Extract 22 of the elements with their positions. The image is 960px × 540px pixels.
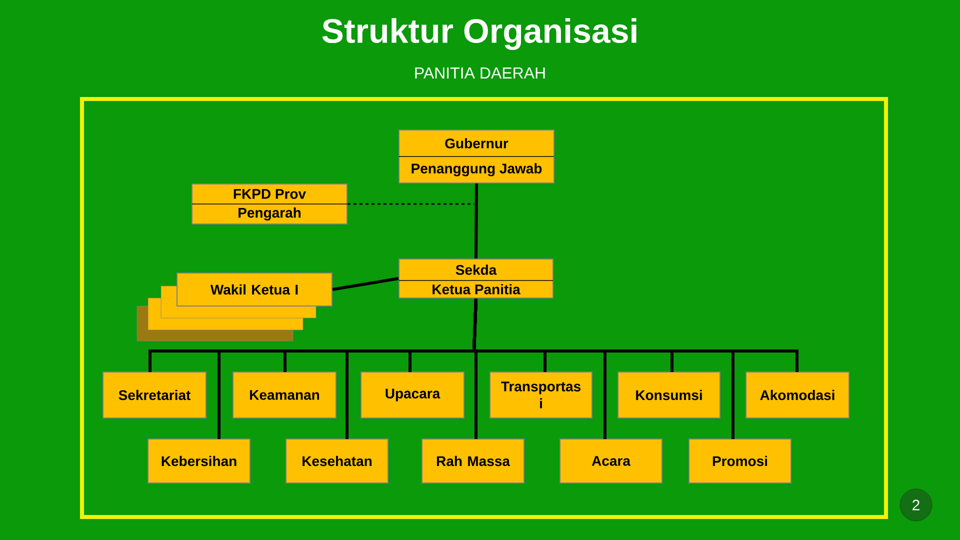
title: Struktur Organisasi xyxy=(322,18,636,50)
org-box: Sekda Ketua Panitia xyxy=(398,258,554,298)
org-box: Upacara xyxy=(360,372,464,418)
page-number-badge: 2 xyxy=(900,488,932,522)
org-box: Kesehatan xyxy=(286,438,388,484)
org-box: FKPD Prov Pengarah xyxy=(192,184,348,224)
org-box: Acara xyxy=(560,438,662,484)
connector-line xyxy=(348,203,474,205)
org-box: Keamanan xyxy=(232,372,336,418)
org-box: Wakil Ketua I xyxy=(176,272,332,306)
org-box: Akomodasi xyxy=(746,372,850,418)
org-box: Kebersihan xyxy=(148,438,250,484)
connector-line xyxy=(332,277,399,291)
org-box: Rah Massa xyxy=(422,438,524,484)
connector-line xyxy=(472,298,734,439)
org-box: Promosi xyxy=(688,438,792,484)
subtitle: PANITIA DAERAH xyxy=(415,68,545,78)
org-box: Sekretariat xyxy=(102,372,206,418)
org-box: Konsumsi xyxy=(618,372,720,418)
org-box: Gubernur Penanggung Jawab xyxy=(398,130,554,184)
org-box: Transportas i xyxy=(490,372,592,418)
connector-line xyxy=(474,183,478,258)
